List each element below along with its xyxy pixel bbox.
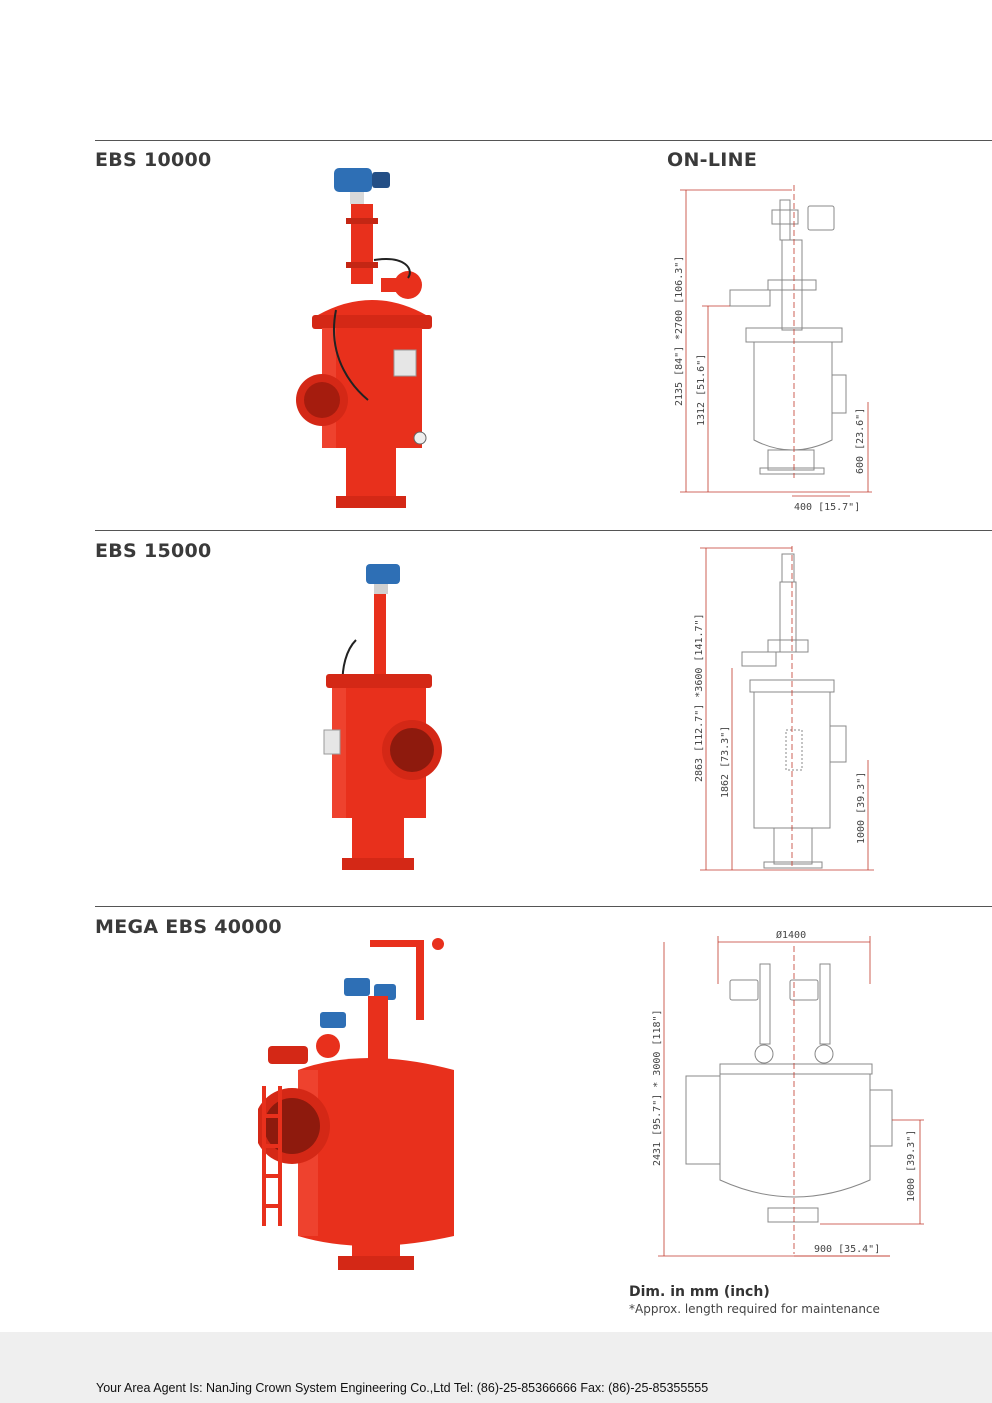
dimension-note: Dim. in mm (inch) *Approx. length requir… (629, 1284, 880, 1316)
section-divider (95, 140, 992, 141)
dimension-label: 400 [15.7"] (794, 502, 860, 513)
dimension-label: 1000 [39.3"] (856, 772, 867, 844)
ebs-15000-photo (323, 564, 442, 870)
dimension-label: 1312 [51.6"] (696, 354, 707, 426)
dimension-label: 2431 [95.7"] * 3000 [118"] (652, 1009, 663, 1166)
dimension-label: *2700 [106.3"] (674, 256, 685, 340)
dimension-label: 1000 [39.3"] (906, 1130, 917, 1202)
mega-ebs-40000-photo (258, 938, 454, 1270)
section-title-ebs-15000: EBS 15000 (95, 540, 212, 562)
agent-contact: Your Area Agent Is: NanJing Crown System… (96, 1381, 709, 1395)
ebs-10000-photo (296, 168, 432, 508)
section-title-ebs-10000: EBS 10000 (95, 149, 212, 171)
dimension-label: Ø1400 (776, 929, 806, 941)
dimension-label: 600 [23.6"] (855, 408, 866, 474)
maintenance-note: *Approx. length required for maintenance (629, 1302, 880, 1316)
section-divider (95, 530, 992, 531)
dimension-label: 900 [35.4"] (814, 1244, 880, 1255)
section-divider (95, 906, 992, 907)
dimension-label: 1862 [73.3"] (720, 726, 731, 798)
dimension-label: 2863 [112.7"] *3600 [141.7"] (694, 613, 705, 782)
ebs-15000-dimension-drawing: 2863 [112.7"] *3600 [141.7"] 1862 [73.3"… (694, 546, 874, 871)
mega-ebs-40000-dimension-drawing: Ø1400 2431 [95.7"] * 3000 [118"] 1000 [3… (652, 929, 924, 1257)
footer-bar: Your Area Agent Is: NanJing Crown System… (0, 1332, 992, 1403)
section-title-mega-ebs-40000: MEGA EBS 40000 (95, 916, 282, 938)
ebs-10000-dimension-drawing: *2700 [106.3"] 2135 [84"] 1312 [51.6"] 6… (674, 185, 872, 513)
on-line-header: ON-LINE (667, 149, 758, 171)
dimension-label: 2135 [84"] (674, 346, 685, 406)
dimension-unit-heading: Dim. in mm (inch) (629, 1284, 770, 1300)
